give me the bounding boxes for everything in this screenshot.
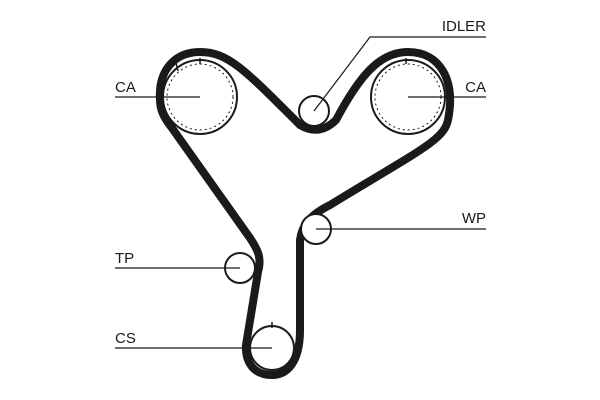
label-camshaft-right: CA xyxy=(465,79,486,96)
label-water-pump: WP xyxy=(462,210,486,227)
timing-belt xyxy=(155,48,455,379)
leader-idler xyxy=(313,36,486,112)
crankshaft-pulley xyxy=(249,322,295,371)
camshaft-pulley-left xyxy=(162,58,238,135)
label-crankshaft: CS xyxy=(115,330,136,347)
label-idler: IDLER xyxy=(442,18,486,35)
label-tension-pulley: TP xyxy=(115,250,134,267)
camshaft-pulley-right xyxy=(370,58,446,135)
timing-mark xyxy=(175,62,179,72)
label-camshaft-left: CA xyxy=(115,79,136,96)
